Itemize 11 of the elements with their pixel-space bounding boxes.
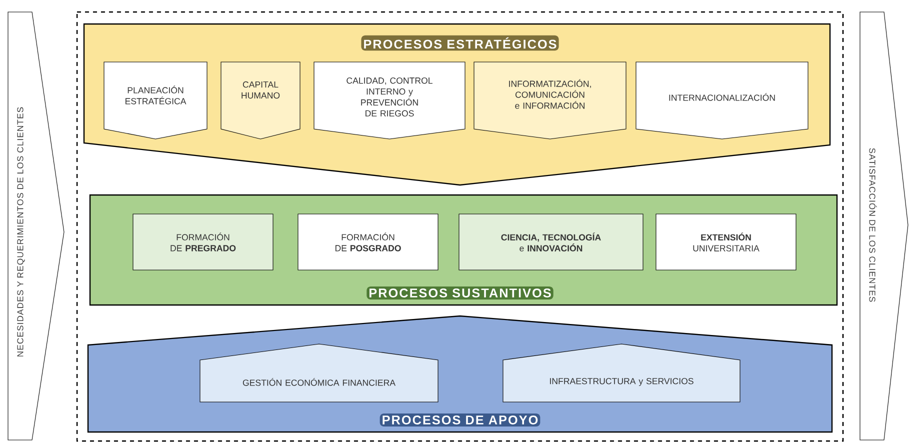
process-box: INFORMATIZACIÓN, COMUNICACIÓN e INFORMACIÓN <box>474 62 626 140</box>
process-box: FORMACIÓN DE POSGRADO <box>298 214 438 270</box>
process-box: CALIDAD, CONTROL INTERNO y PREVENCIÓN DE RIEGOS <box>314 62 466 140</box>
process-box: INTERNACIONALIZACIÓN <box>636 62 808 140</box>
process-box: CAPITAL HUMANO <box>220 62 300 140</box>
process-box: GESTIÓN ECONÓMICA FINANCIERA <box>200 344 438 402</box>
process-box: FORMACIÓN DE PREGRADO <box>132 214 274 270</box>
process-box: CIENCIA, TECNOLOGÍA e INNOVACIÓN <box>458 214 644 270</box>
process-box: EXTENSIÓN UNIVERSITARIA <box>656 214 796 270</box>
process-box: PLANEACIÓN ESTRATÉGICA <box>104 62 208 140</box>
process-box: INFRAESTRUCTURA y SERVICIOS <box>502 344 740 402</box>
